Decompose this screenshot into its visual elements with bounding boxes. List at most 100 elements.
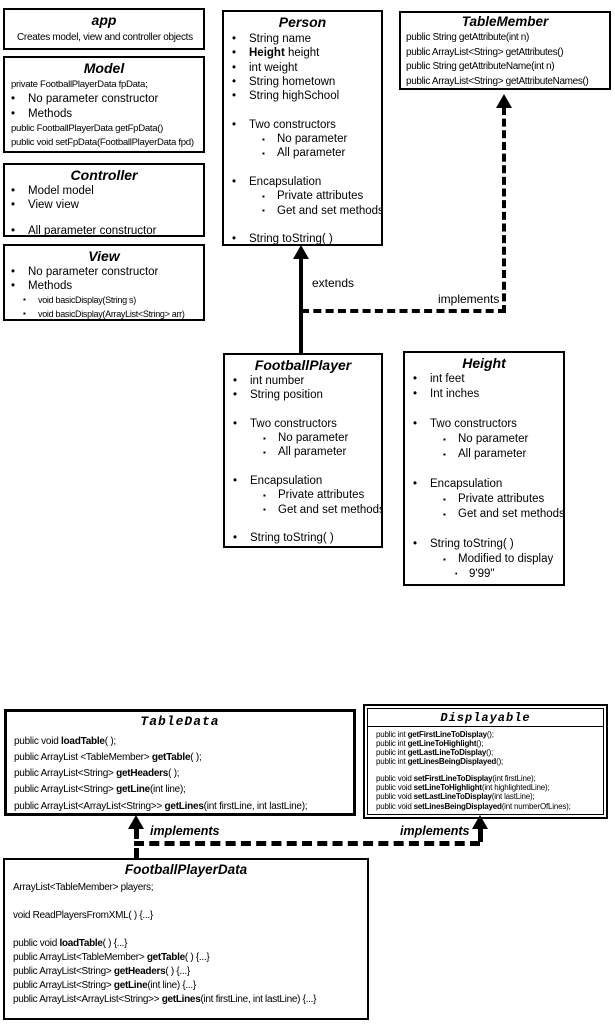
class-box-height: Height •int feet•Int inches•Two construc… xyxy=(403,351,565,586)
bullet-marker: • xyxy=(413,478,418,491)
bullet-marker: • xyxy=(11,93,16,106)
class-box-model: Model private FootballPlayerData fpData;… xyxy=(3,56,205,153)
class-body-person: •String name•Height height•int weight•St… xyxy=(224,31,381,246)
spacer-line xyxy=(224,218,381,232)
bullet-marker: • xyxy=(233,389,238,402)
box-line: •9'99" xyxy=(455,568,495,581)
bullet-marker: ▪ xyxy=(23,309,26,319)
box-line: public ArrayList<String> getHeaders( ); xyxy=(14,768,180,780)
class-box-view: View •No parameter constructor•Methods▪v… xyxy=(3,244,205,321)
box-line: ▪No parameter xyxy=(262,133,348,146)
class-title-displayable: Displayable xyxy=(368,709,603,728)
box-line: ArrayList<TableMember> players; xyxy=(13,881,154,893)
class-title-tablemember: TableMember xyxy=(461,14,549,29)
spacer-line xyxy=(5,922,367,936)
box-line: •Encapsulation xyxy=(413,478,503,491)
implements-label-top: implements xyxy=(438,292,500,306)
bullet-marker: ▪ xyxy=(23,295,26,305)
bullet-marker: ▪ xyxy=(443,434,446,444)
class-body-tabledata: public void loadTable( ); public ArrayLis… xyxy=(7,734,353,813)
class-title-person: Person xyxy=(278,14,327,30)
box-line: ▪No parameter xyxy=(263,432,349,445)
box-line: public ArrayList<String> getLine(int lin… xyxy=(14,784,186,796)
box-line: •String toString( ) xyxy=(413,538,514,551)
box-line: ▪void basicDisplay(ArrayList<String> arr… xyxy=(23,308,185,319)
box-line: •Methods xyxy=(11,279,73,292)
implements-arrow-shaft-displayable xyxy=(478,828,483,842)
spacer-line xyxy=(225,402,381,416)
bullet-marker: • xyxy=(232,75,237,88)
bullet-marker: • xyxy=(232,233,237,246)
class-title-tabledata: TableData xyxy=(140,714,220,729)
bullet-marker: ▪ xyxy=(262,206,265,215)
bullet-marker: • xyxy=(11,265,16,278)
class-body-app: Creates model, view and controller objec… xyxy=(5,29,203,45)
box-line: •int number xyxy=(233,374,305,387)
box-line: public void setLineToHighlight(int highl… xyxy=(376,783,550,793)
spacer-line xyxy=(224,103,381,117)
bullet-marker: ▪ xyxy=(263,433,266,443)
box-line: •Encapsulation xyxy=(232,175,322,188)
spacer-line xyxy=(225,517,381,531)
implements-arrow-horizontal-top xyxy=(301,309,506,313)
box-line: •View view xyxy=(11,198,79,211)
bullet-marker: ▪ xyxy=(263,505,266,515)
class-body-footballplayer: •int number •String position •Two construc… xyxy=(225,374,381,546)
box-line: •No parameter constructor xyxy=(11,93,159,106)
box-line: ▪Get and set methods xyxy=(263,503,383,516)
box-line: ▪Get and set methods xyxy=(443,508,565,521)
box-line: •Two constructors xyxy=(413,418,517,431)
box-line: •String toString( ) xyxy=(233,532,334,545)
box-line: •Int inches xyxy=(413,388,480,401)
bullet-marker: • xyxy=(232,90,237,103)
implements-arrowhead-tabledata xyxy=(128,815,144,829)
box-line: public void setLinesBeingDisplayed(int n… xyxy=(376,801,571,811)
extends-label: extends xyxy=(312,276,355,290)
bullet-marker: • xyxy=(11,107,16,120)
class-title-height: Height xyxy=(462,355,506,371)
implements-arrow-vertical-top xyxy=(502,107,506,313)
box-line: public void loadTable( ); xyxy=(14,736,116,748)
bullet-marker: • xyxy=(232,118,237,131)
box-line: •String toString( ) xyxy=(232,233,333,246)
box-line: public int getLineToHighlight(); xyxy=(376,738,484,748)
class-body-height: •int feet•Int inches•Two constructors▪No… xyxy=(405,372,563,582)
box-line: •Two constructors xyxy=(233,417,337,430)
bullet-marker: ▪ xyxy=(262,134,265,144)
bullet-marker: • xyxy=(455,570,458,578)
spacer-line xyxy=(224,160,381,174)
class-title-view: View xyxy=(88,248,120,264)
box-line: •String name xyxy=(232,32,312,45)
box-line: ▪All parameter xyxy=(262,147,346,160)
box-line: •Model model xyxy=(11,185,94,198)
class-body-footballplayerdata: ArrayList<TableMember> players;void Read… xyxy=(5,878,367,1006)
class-body-model: private FootballPlayerData fpData; •No pa… xyxy=(5,77,203,150)
implements-arrow-horizontal-bottom xyxy=(134,841,480,846)
box-line: ▪Private attributes xyxy=(263,489,365,502)
bullet-marker: ▪ xyxy=(443,554,446,564)
box-line: private FootballPlayerData fpData; xyxy=(11,79,148,91)
box-line: public void setFirstLineToDisplay(int fi… xyxy=(376,773,536,783)
class-box-footballplayer: FootballPlayer •int number •String positi… xyxy=(223,353,383,548)
bullet-marker: • xyxy=(11,198,16,211)
bullet-marker: • xyxy=(413,418,418,431)
box-line: public ArrayList<ArrayList<String>> getL… xyxy=(13,993,317,1005)
class-body-controller: •Model model•View view •All parameter con… xyxy=(5,184,203,237)
box-line: ▪No parameter xyxy=(443,433,529,446)
box-line: ▪Modified to display xyxy=(443,553,554,566)
box-line: •String position xyxy=(233,389,323,402)
box-line: public int getLastLineToDisplay(); xyxy=(376,748,494,758)
bullet-marker: • xyxy=(233,475,238,488)
implements-arrowhead-displayable xyxy=(472,815,488,829)
spacer-line xyxy=(405,402,563,417)
box-line: •Two constructors xyxy=(232,118,336,131)
class-title-footballplayerdata: FootballPlayerData xyxy=(124,862,248,877)
class-box-controller: Controller •Model model•View view•All pa… xyxy=(3,163,205,237)
box-line: •All parameter constructor xyxy=(11,224,157,237)
box-line: public ArrayList<String> getHeaders( ) {… xyxy=(13,965,190,977)
box-line: ▪All parameter xyxy=(263,446,347,459)
spacer-line xyxy=(5,894,367,908)
class-title-footballplayer: FootballPlayer xyxy=(254,357,352,373)
class-body-view: •No parameter constructor•Methods▪void b… xyxy=(5,265,203,319)
